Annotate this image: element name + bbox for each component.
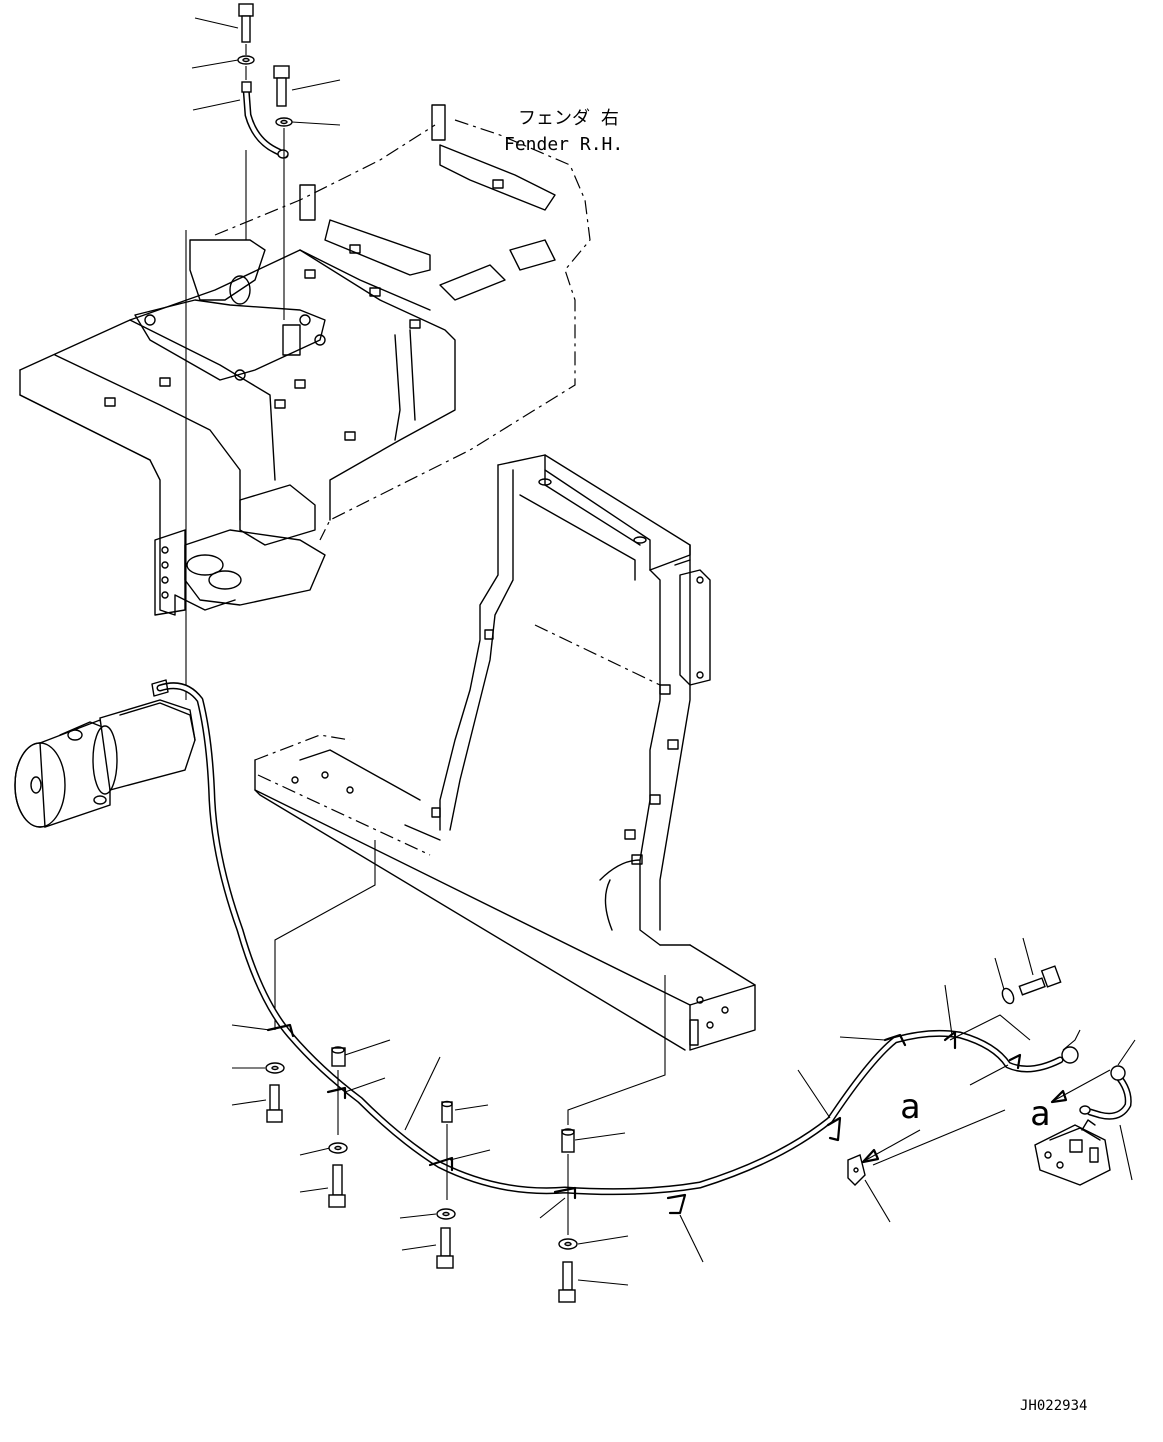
washer-icon: [237, 55, 255, 65]
fender-label-en: Fender R.H.: [504, 134, 623, 155]
lower-fasteners: [231, 1024, 886, 1303]
valve-icon: [1034, 1119, 1111, 1186]
hose-icon: [1079, 1065, 1132, 1120]
clamp-icon: [266, 1023, 1022, 1215]
hose-icon: [241, 81, 289, 159]
spacer-icon: [561, 1128, 575, 1153]
fender-assembly: [19, 104, 591, 616]
bolt-icon: [436, 1227, 454, 1269]
bolt-icon: [328, 1164, 346, 1208]
bolt-icon: [266, 1084, 283, 1123]
washer-icon: [265, 1062, 285, 1074]
motor-icon: [14, 699, 196, 828]
washer-icon: [558, 1238, 578, 1250]
bracket-a: [847, 1154, 866, 1186]
top-bolt-group: [191, 3, 341, 320]
view-label-a-valve: a: [1030, 1094, 1050, 1134]
bolt-icon: [238, 3, 254, 43]
bolt-icon: [273, 65, 290, 107]
spacer-icon: [331, 1046, 346, 1067]
view-label-a-bracket: a: [900, 1087, 920, 1127]
frame-assembly: [431, 454, 711, 946]
fender-label-jp: フェンダ 右: [518, 108, 619, 129]
drawing-number: JH022934: [1020, 1398, 1087, 1414]
washer-icon: [436, 1208, 456, 1220]
bolt-icon: [1018, 965, 1062, 996]
washer-icon: [275, 117, 293, 127]
washer-icon: [1001, 987, 1015, 1005]
cross-beam: [254, 734, 756, 1051]
right-fasteners: [847, 937, 1136, 1223]
fender-nut: [104, 179, 504, 441]
bolt-icon: [558, 1261, 576, 1303]
main-hose: [151, 679, 1079, 1196]
spacer-icon: [441, 1100, 453, 1123]
washer-icon: [328, 1142, 348, 1154]
